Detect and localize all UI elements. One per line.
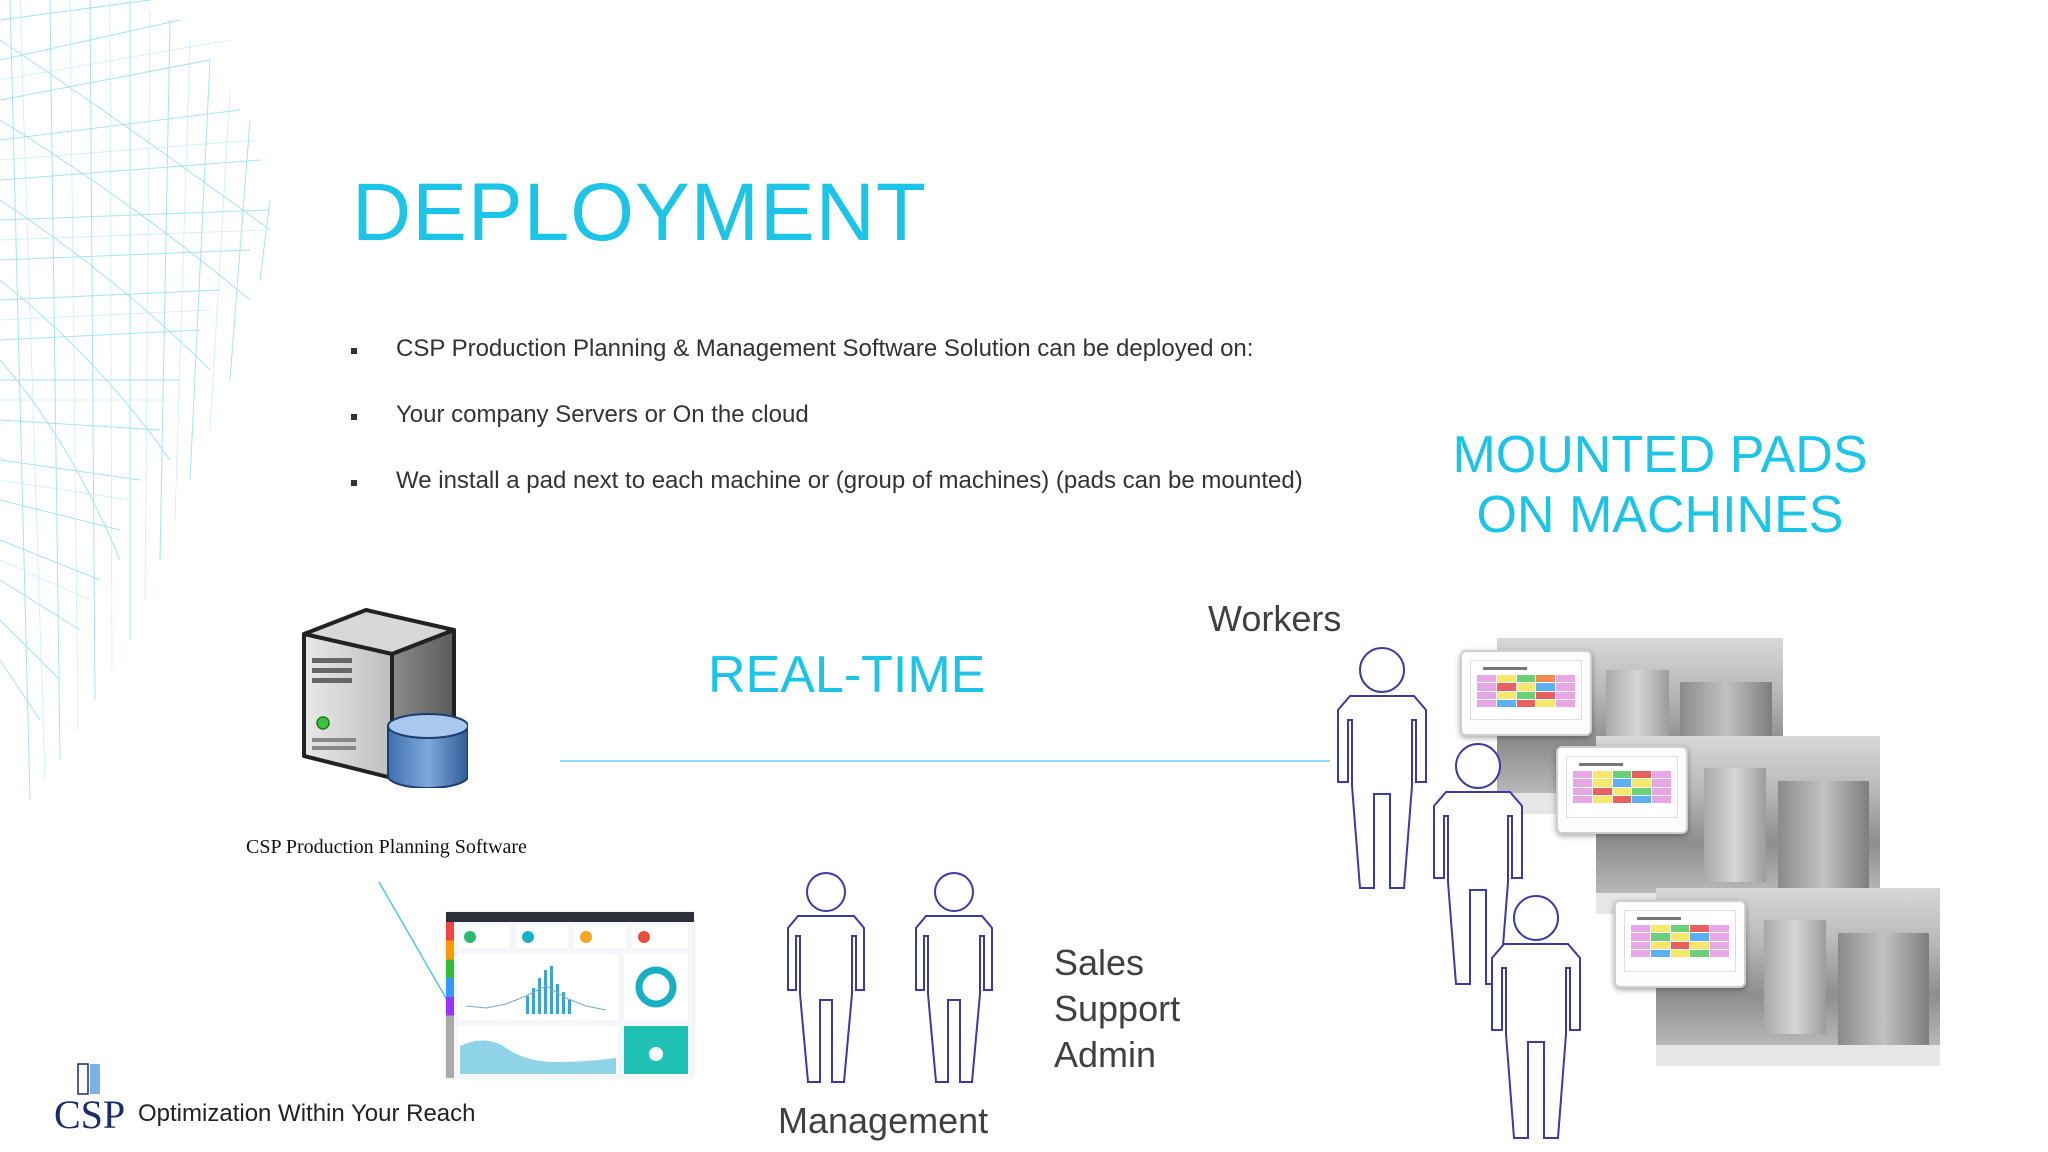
bullet-marker bbox=[351, 414, 357, 420]
person-outline-icon bbox=[1337, 647, 1427, 889]
role-admin: Admin bbox=[1054, 1034, 1157, 1075]
roles-list: Sales Support Admin bbox=[1054, 940, 1180, 1078]
mounted-tablet bbox=[1614, 900, 1746, 988]
bullet-marker bbox=[351, 480, 357, 486]
person-outline-icon bbox=[1433, 743, 1523, 985]
caption-connector-line bbox=[378, 881, 448, 1001]
csp-logo-mark: CSP bbox=[54, 1063, 125, 1137]
dashboard-sidebar bbox=[446, 922, 454, 1078]
mounted-tablet bbox=[1460, 650, 1592, 736]
logo-text: CSP bbox=[54, 1092, 125, 1132]
csp-logo: CSP bbox=[54, 1062, 126, 1137]
bullet-text: Your company Servers or On the cloud bbox=[396, 401, 809, 428]
dashboard-thumbnail bbox=[446, 912, 694, 1078]
slide-title: DEPLOYMENT bbox=[352, 167, 927, 258]
realtime-connection-line bbox=[560, 760, 1330, 762]
realtime-label: REAL-TIME bbox=[708, 646, 986, 704]
dashboard-charts bbox=[458, 926, 688, 1074]
server-database-icon bbox=[302, 608, 468, 788]
person-outline-icon bbox=[1491, 895, 1581, 1139]
workers-label: Workers bbox=[1208, 598, 1342, 639]
mounted-pads-heading: MOUNTED PADS ON MACHINES bbox=[1450, 425, 1870, 546]
bullet-marker bbox=[351, 348, 357, 354]
person-outline-icon bbox=[787, 872, 865, 1083]
bullet-text: We install a pad next to each machine or… bbox=[396, 467, 1303, 494]
role-support: Support bbox=[1054, 988, 1181, 1029]
footer-tagline: Optimization Within Your Reach bbox=[138, 1100, 476, 1127]
role-sales: Sales bbox=[1054, 942, 1145, 983]
bullet-text: CSP Production Planning & Management Sof… bbox=[396, 335, 1254, 362]
wireframe-building-decoration bbox=[0, 0, 271, 800]
dashboard-topbar bbox=[446, 912, 694, 922]
mounted-pads-line1: MOUNTED PADS bbox=[1452, 426, 1868, 484]
mounted-tablet bbox=[1556, 746, 1688, 834]
server-caption: CSP Production Planning Software bbox=[246, 836, 527, 858]
person-outline-icon bbox=[915, 872, 993, 1083]
management-label: Management bbox=[778, 1100, 989, 1141]
mounted-pads-line2: ON MACHINES bbox=[1476, 486, 1844, 545]
